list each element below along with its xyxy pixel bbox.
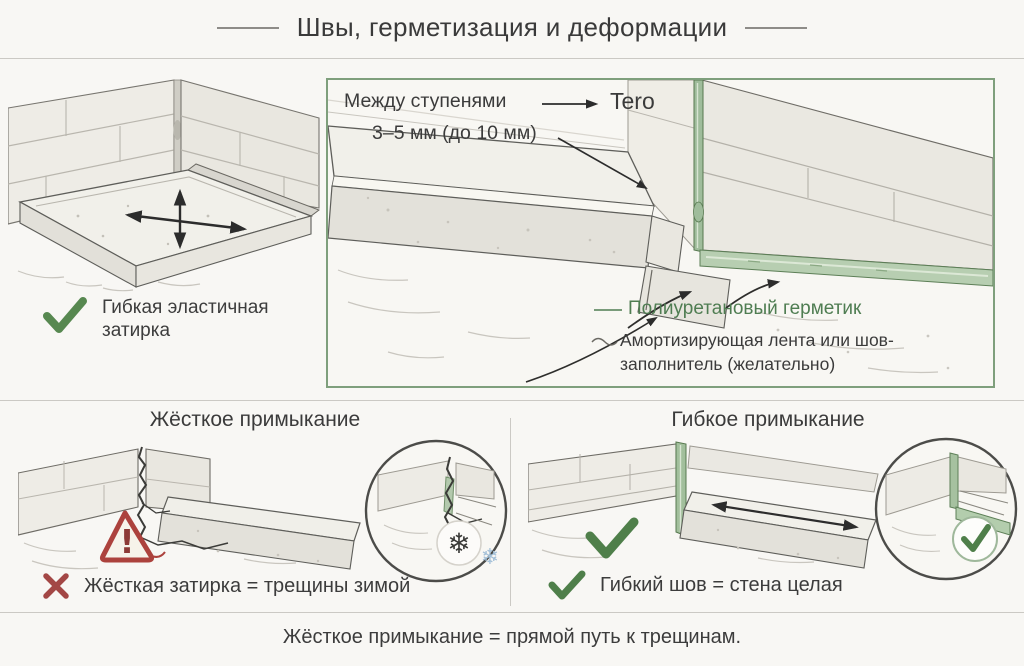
movement-arrows-icon — [124, 188, 248, 250]
slide-arrow-icon — [711, 501, 859, 531]
header: Швы, герметизация и деформации — [0, 12, 1024, 43]
flexible-grout-caption: Гибкая эластичная затирка — [102, 297, 269, 341]
flexible-caption-row: Гибкий шов = стена целая — [548, 570, 843, 600]
panel-divider — [510, 418, 511, 606]
rigid-caption: Жёсткая затирка = трещины зимой — [84, 574, 411, 597]
illustration-flexible-joint — [528, 441, 879, 569]
tape-label: Амортизирующая лента или шов- заполнител… — [620, 330, 894, 374]
vertical-sealant-joint — [693, 80, 704, 253]
illustration-movement-joint — [8, 79, 320, 292]
page-title: Швы, герметизация и деформации — [296, 12, 728, 42]
snowflake-icon: ❄ — [447, 527, 470, 560]
header-divider — [0, 58, 1024, 59]
sealant-label: Полиуретановый герметик — [628, 298, 862, 319]
snowflake-light-icon: ❄ — [481, 545, 499, 570]
between-steps-label: Между ступенями — [344, 90, 507, 112]
flexible-caption: Гибкий шов = стена целая — [600, 573, 843, 596]
flexible-panel-title: Гибкое примыкание — [671, 408, 865, 431]
warning-mark: ! — [119, 522, 134, 561]
check-icon — [43, 297, 87, 333]
warning-triangle-icon: ! — [99, 510, 166, 563]
footer-divider — [0, 612, 1024, 613]
check-icon — [548, 570, 586, 600]
crack-line — [136, 446, 229, 550]
middle-divider — [0, 400, 1024, 401]
illustration-sealant-joint — [328, 80, 993, 383]
check-icon — [585, 517, 639, 559]
rigid-caption-row: Жёсткая затирка = трещины зимой — [42, 572, 410, 600]
flexible-grout-callout: Гибкая эластичная затирка — [42, 296, 269, 342]
brand-label: Tero — [610, 88, 655, 114]
cross-icon — [43, 573, 69, 599]
rigid-panel-title: Жёсткое примыкание — [149, 408, 361, 431]
sealant-detail-box: Между ступенями Tero 3–5 мм (до 10 мм) П… — [326, 78, 995, 388]
detail-inset-sealed — [874, 437, 1018, 581]
illustration-rigid-joint-cracked: ! — [18, 446, 361, 570]
detail-inset-frozen: ❄ ❄ — [364, 439, 508, 583]
horizontal-sealant-joint — [699, 249, 993, 287]
title-left-rule — [216, 26, 279, 29]
gap-size-label: 3–5 мм (до 10 мм) — [372, 122, 537, 144]
title-right-rule — [745, 26, 808, 29]
footer-note: Жёсткое примыкание = прямой путь к трещи… — [282, 626, 742, 648]
check-icon-inset — [961, 524, 991, 552]
